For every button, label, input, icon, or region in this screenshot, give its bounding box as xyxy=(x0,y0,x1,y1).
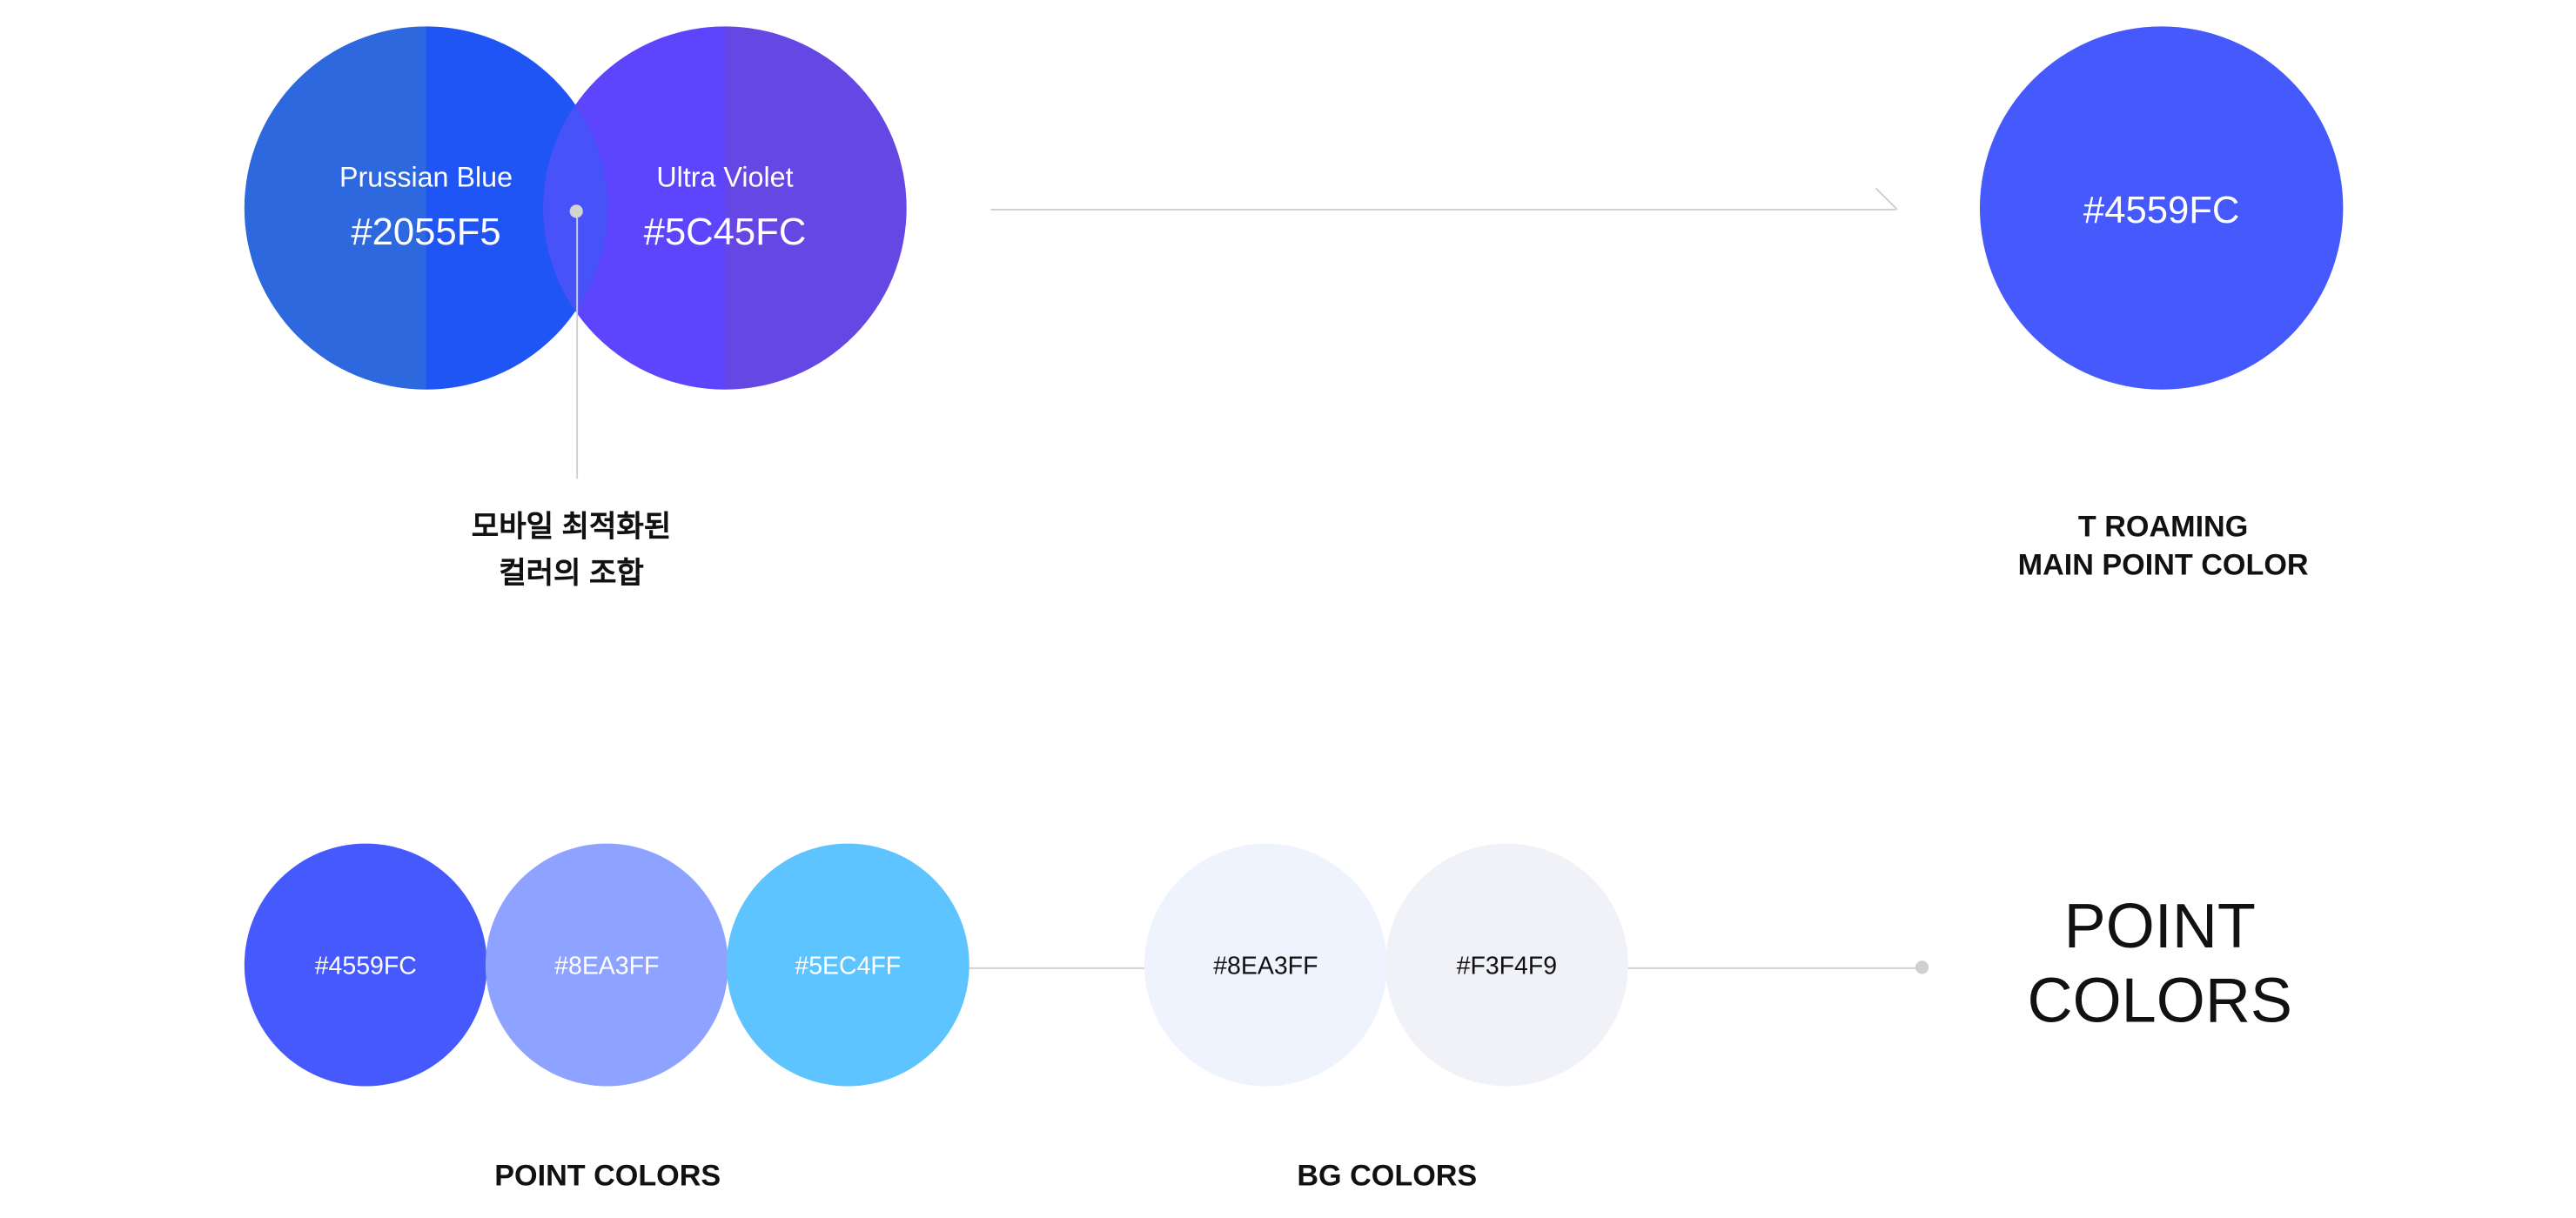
bg-colors-label: BG COLORS xyxy=(1297,1158,1478,1192)
main-color-caption-line1: T ROAMING xyxy=(2077,510,2249,544)
main-color-caption-line2: MAIN POINT COLOR xyxy=(2017,547,2309,581)
bg-swatch-hex: #8EA3FF xyxy=(1213,952,1318,981)
point-swatch: #4559FC xyxy=(244,843,487,1087)
point-colors-label: POINT COLORS xyxy=(494,1158,721,1192)
ultra-violet-name: Ultra Violet xyxy=(656,161,794,193)
point-swatch-hex: #4559FC xyxy=(314,952,417,981)
section-title-line2: COLORS xyxy=(2027,967,2293,1037)
main-color-circle: #4559FC xyxy=(1979,26,2344,390)
prussian-blue-hex: #2055F5 xyxy=(351,209,501,253)
bg-swatch-hex: #F3F4F9 xyxy=(1456,952,1558,981)
point-swatch: #5EC4FF xyxy=(726,843,969,1087)
leader-dot xyxy=(569,204,583,218)
point-swatch-hex: #5EC4FF xyxy=(795,952,902,981)
prussian-blue-name: Prussian Blue xyxy=(339,161,513,193)
point-swatch-hex: #8EA3FF xyxy=(554,952,660,981)
leader-line xyxy=(576,216,579,479)
main-color-caption: T ROAMING MAIN POINT COLOR xyxy=(1965,508,2361,584)
swatch-connector-dot xyxy=(1915,960,1929,974)
section-title-line1: POINT xyxy=(2063,893,2256,963)
combination-caption: 모바일 최적화된 컬러의 조합 xyxy=(406,504,736,596)
point-swatch: #8EA3FF xyxy=(485,843,728,1087)
combination-caption-line2: 컬러의 조합 xyxy=(499,556,644,590)
ultra-violet-hex: #5C45FC xyxy=(643,209,807,253)
bg-swatch: #8EA3FF xyxy=(1144,843,1387,1087)
combination-caption-line1: 모바일 최적화된 xyxy=(471,510,672,544)
bg-swatch: #F3F4F9 xyxy=(1385,843,1628,1087)
section-title: POINT COLORS xyxy=(1982,892,2338,1041)
main-color-hex: #4559FC xyxy=(2083,188,2240,231)
arrow-connector xyxy=(990,187,1898,211)
